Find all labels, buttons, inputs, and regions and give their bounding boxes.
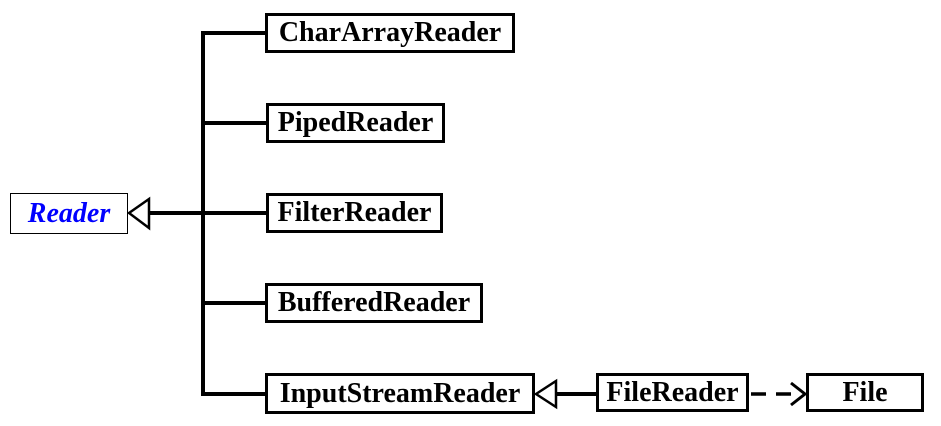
class-label-file: File bbox=[842, 376, 888, 408]
class-label-bufferedreader: BufferedReader bbox=[277, 287, 471, 318]
class-box-bufferedreader: BufferedReader bbox=[265, 283, 483, 323]
class-label-filereader: FileReader bbox=[606, 376, 739, 408]
class-label-pipedreader: PipedReader bbox=[277, 107, 434, 138]
inheritance-arrowhead-icon-reader bbox=[126, 196, 151, 231]
class-label-reader: Reader bbox=[27, 197, 111, 229]
class-box-reader: Reader bbox=[10, 193, 128, 234]
class-box-filterreader: FilterReader bbox=[266, 193, 443, 233]
class-label-chararrayreader: CharArrayReader bbox=[278, 17, 502, 48]
class-label-filterreader: FilterReader bbox=[277, 197, 432, 228]
class-label-inputstreamreader: InputStreamReader bbox=[279, 377, 521, 409]
class-box-file: File bbox=[806, 373, 924, 412]
class-box-chararrayreader: CharArrayReader bbox=[265, 13, 515, 53]
open-arrowhead-icon-file bbox=[790, 381, 808, 407]
inheritance-arrowhead-icon-inputstreamreader bbox=[533, 378, 558, 410]
class-box-pipedreader: PipedReader bbox=[266, 103, 445, 143]
class-box-filereader: FileReader bbox=[596, 373, 749, 412]
class-box-inputstreamreader: InputStreamReader bbox=[265, 373, 535, 414]
